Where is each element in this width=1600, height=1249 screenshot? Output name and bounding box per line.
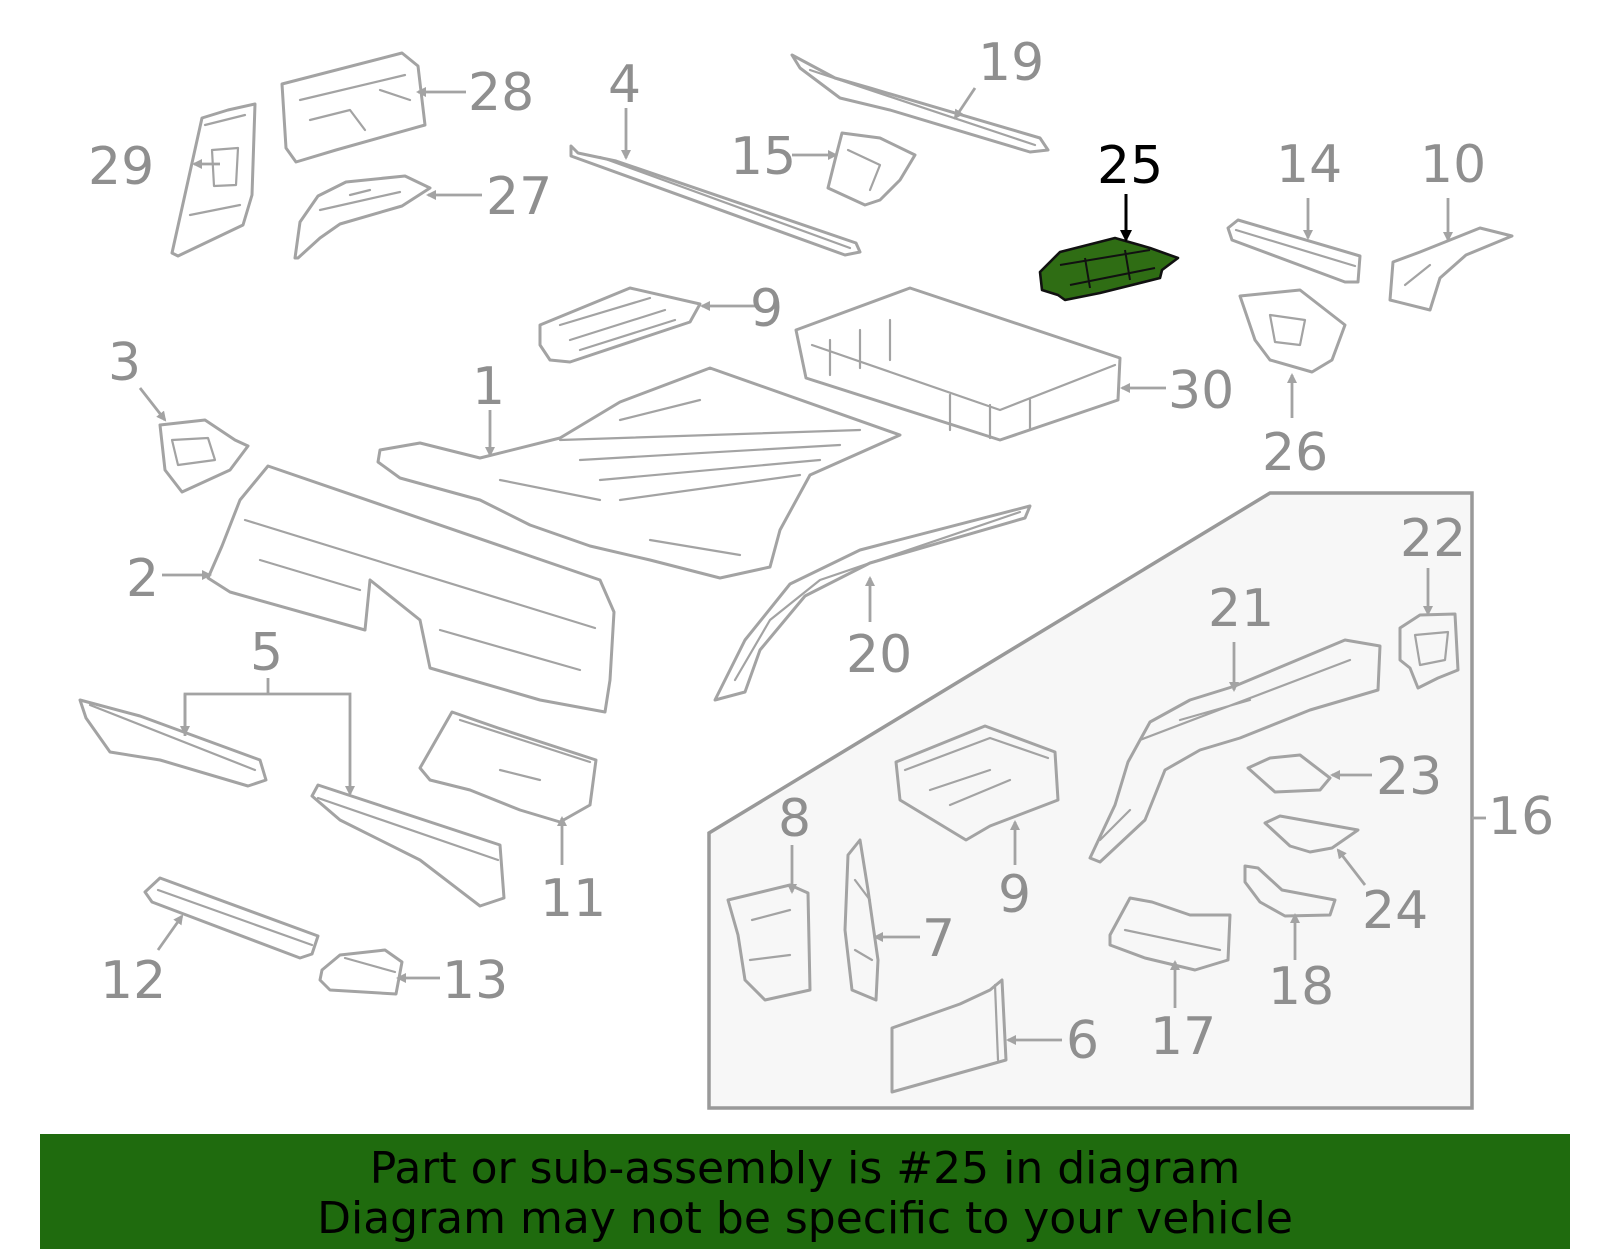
leader-lines [138, 87, 1453, 1045]
part-24[interactable] [1263, 814, 1360, 854]
part-4[interactable] [569, 144, 862, 257]
part-12[interactable] [143, 876, 320, 960]
callout-29: 29 [88, 137, 154, 197]
part-28[interactable] [280, 51, 427, 164]
callout-14: 14 [1276, 135, 1342, 195]
callout-7: 7 [922, 909, 955, 969]
banner-line-2: Diagram may not be specific to your vehi… [317, 1193, 1293, 1244]
callout-labels: 29 28 27 4 19 15 25 14 10 9 30 26 3 1 2 … [88, 33, 1554, 1071]
callout-30: 30 [1168, 361, 1234, 421]
part-13[interactable] [318, 948, 404, 996]
part-30[interactable] [794, 286, 1122, 442]
info-banner: Part or sub-assembly is #25 in diagram D… [40, 1134, 1570, 1249]
callout-27: 27 [486, 167, 552, 227]
part-5-right[interactable] [310, 783, 506, 908]
callout-2: 2 [126, 549, 159, 609]
part-21[interactable] [1088, 638, 1382, 864]
part-26[interactable] [1238, 288, 1347, 374]
callout-15: 15 [730, 127, 796, 187]
part-9-inset[interactable] [894, 724, 1060, 842]
callout-10: 10 [1420, 135, 1486, 195]
callout-25-highlighted: 25 [1097, 136, 1163, 196]
callout-9-top: 9 [750, 279, 783, 339]
callout-17: 17 [1150, 1007, 1216, 1067]
part-11[interactable] [418, 710, 598, 824]
callout-18: 18 [1268, 957, 1334, 1017]
callout-21: 21 [1208, 579, 1274, 639]
callout-16: 16 [1488, 787, 1554, 847]
callout-26: 26 [1262, 423, 1328, 483]
callout-4: 4 [608, 55, 641, 115]
part-29[interactable] [170, 102, 257, 258]
part-15[interactable] [826, 131, 917, 207]
part-19[interactable] [790, 53, 1050, 154]
part-14[interactable] [1226, 218, 1362, 284]
callout-20: 20 [846, 625, 912, 685]
part-25-highlighted[interactable] [1038, 236, 1180, 302]
callout-8: 8 [778, 789, 811, 849]
callout-9-inset: 9 [998, 865, 1031, 925]
callout-19: 19 [978, 33, 1044, 93]
callout-24: 24 [1362, 881, 1428, 941]
part-6[interactable] [890, 978, 1008, 1094]
parts-diagram: 29 28 27 4 19 15 25 14 10 9 30 26 3 1 2 … [78, 33, 1554, 1110]
part-27[interactable] [293, 174, 432, 260]
part-18[interactable] [1243, 864, 1337, 918]
part-17[interactable] [1108, 896, 1232, 972]
part-1[interactable] [376, 366, 902, 580]
callout-28: 28 [468, 63, 534, 123]
callout-22: 22 [1400, 509, 1466, 569]
part-2[interactable] [206, 464, 616, 714]
callout-12: 12 [100, 951, 166, 1011]
sub-assembly-16-inset [707, 491, 1474, 1110]
part-10[interactable] [1388, 226, 1514, 312]
part-7[interactable] [843, 838, 880, 1002]
callout-5: 5 [250, 623, 283, 683]
callout-11: 11 [540, 869, 606, 929]
callout-3: 3 [108, 333, 141, 393]
callout-6: 6 [1066, 1011, 1099, 1071]
callout-1: 1 [472, 357, 505, 417]
part-20[interactable] [713, 504, 1032, 702]
part-5-left[interactable] [78, 698, 268, 788]
callout-13: 13 [442, 951, 508, 1011]
part-9-top[interactable] [538, 286, 702, 364]
part-3[interactable] [158, 418, 250, 494]
banner-line-1: Part or sub-assembly is #25 in diagram [369, 1143, 1241, 1194]
callout-23: 23 [1376, 747, 1442, 807]
